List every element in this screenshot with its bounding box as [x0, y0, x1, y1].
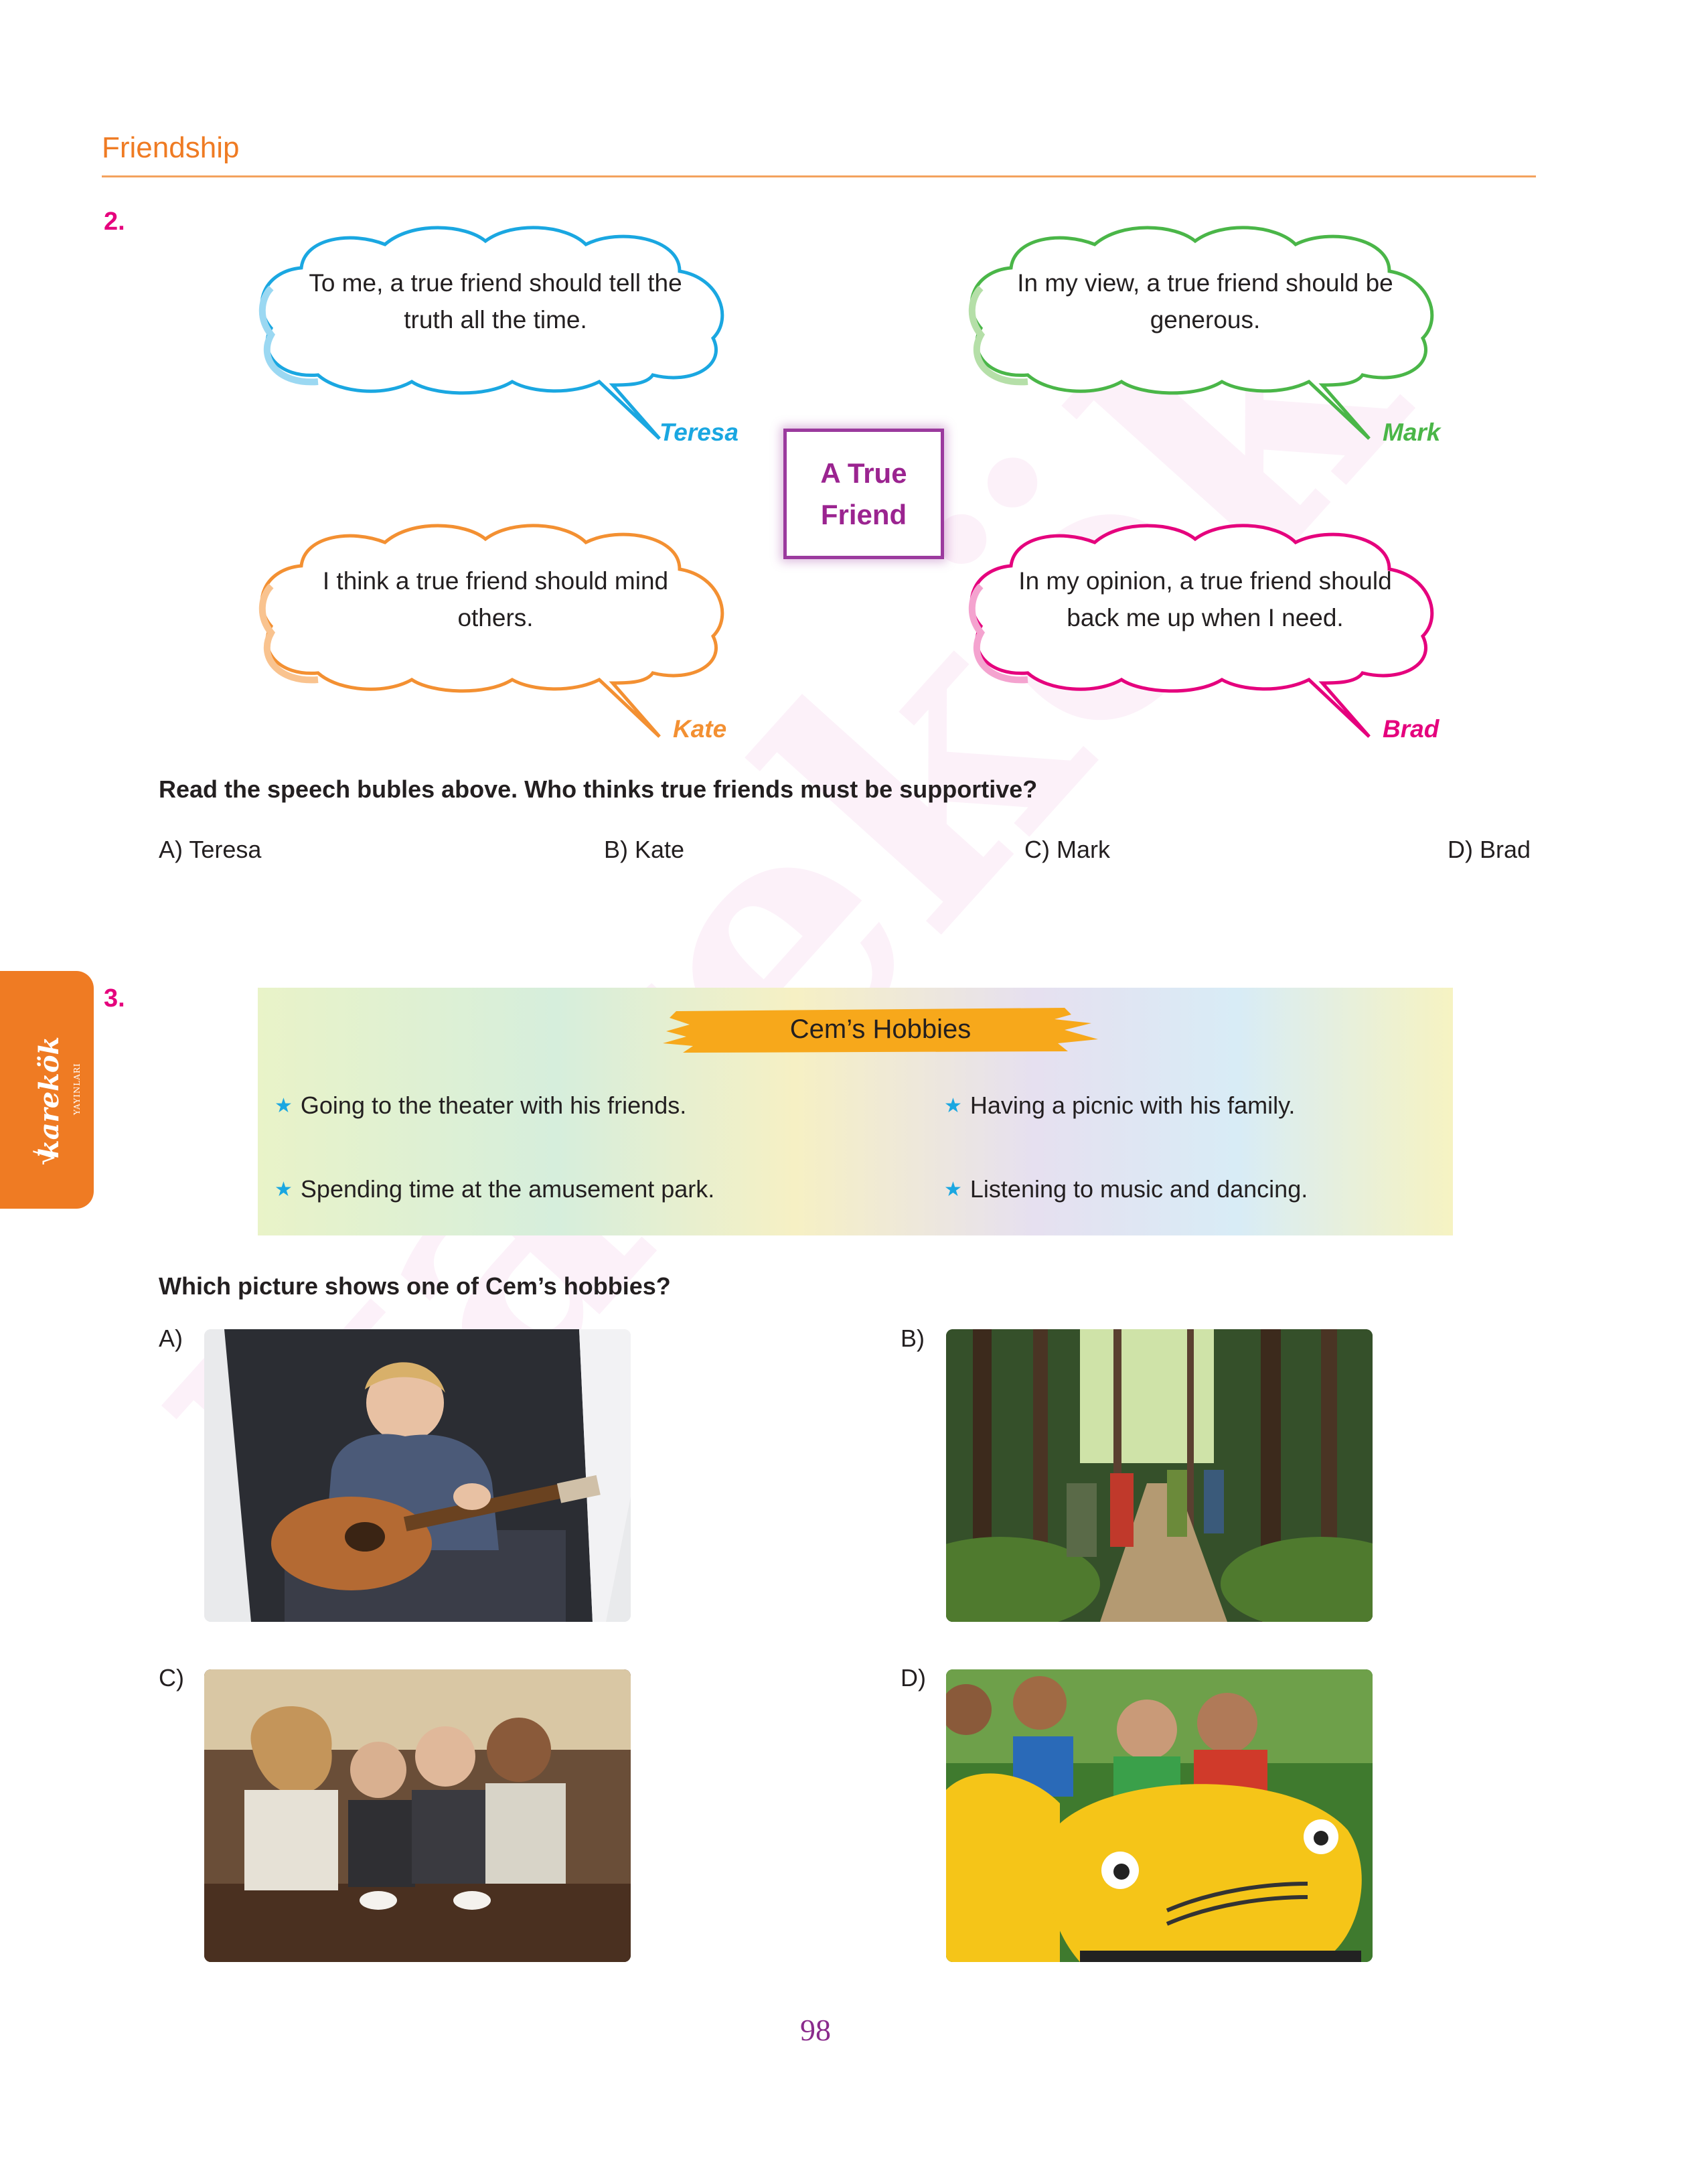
speaker-mark: Mark	[1383, 419, 1441, 446]
publisher-brand: karekök	[33, 1036, 65, 1158]
hobby-item: ★ Having a picnic with his family.	[944, 1092, 1295, 1120]
question-2-text: Read the speech bubles above. Who thinks…	[159, 775, 1038, 803]
speech-bubble-shape	[258, 524, 724, 738]
true-friend-label: A True Friend	[820, 457, 907, 530]
root-sign-icon: √	[31, 1150, 60, 1165]
hobby-item: ★ Spending time at the amusement park.	[275, 1175, 714, 1203]
star-icon: ★	[944, 1178, 962, 1201]
question-3-number: 3.	[104, 984, 125, 1012]
amusement-ride-photo[interactable]	[946, 1669, 1373, 1962]
question-2-number: 2.	[104, 208, 125, 236]
forest-hikers-photo[interactable]	[946, 1329, 1373, 1622]
hobby-text: Having a picnic with his family.	[969, 1092, 1296, 1119]
bubble-text: In my view, a true friend should be gene…	[1017, 269, 1393, 333]
option-d[interactable]: D) Brad	[1448, 836, 1531, 863]
hobby-item: ★ Going to the theater with his friends.	[275, 1092, 686, 1120]
star-icon: ★	[275, 1178, 293, 1201]
true-friend-box: A True Friend	[783, 429, 944, 559]
forest-hikers-illustration	[946, 1329, 1373, 1622]
hobby-text: Listening to music and dancing.	[969, 1175, 1308, 1203]
speech-bubble-mark: In my view, a true friend should be gene…	[961, 226, 1450, 440]
star-icon: ★	[275, 1094, 293, 1117]
hobby-text: Spending time at the amusement park.	[300, 1175, 715, 1203]
option-c-label[interactable]: C)	[159, 1664, 184, 1691]
option-a[interactable]: A) Teresa	[159, 836, 262, 863]
friends-cafe-illustration	[204, 1669, 631, 1962]
amusement-ride-illustration	[946, 1669, 1373, 1962]
speaker-kate: Kate	[673, 715, 727, 743]
bubble-text: I think a true friend should mind others…	[322, 567, 669, 631]
publisher-brand-sub: YAYINLARI	[72, 1063, 82, 1115]
hobby-text: Going to the theater with his friends.	[300, 1092, 687, 1119]
speech-bubble-teresa: To me, a true friend should tell the tru…	[251, 226, 740, 440]
section-title: Friendship	[102, 131, 240, 164]
speech-bubble-shape	[968, 524, 1434, 738]
option-c[interactable]: C) Mark	[1024, 836, 1110, 863]
option-a-label[interactable]: A)	[159, 1325, 183, 1352]
brush-stroke-shape	[663, 1008, 1098, 1053]
speech-bubble-shape	[258, 226, 724, 440]
speech-bubble-brad: In my opinion, a true friend should back…	[961, 524, 1450, 738]
star-icon: ★	[944, 1094, 962, 1117]
speech-bubble-shape	[968, 226, 1434, 440]
hobbies-title: Cem’s Hobbies	[789, 1014, 972, 1044]
speaker-brad: Brad	[1383, 715, 1440, 743]
question-3-text: Which picture shows one of Cem’s hobbies…	[159, 1272, 671, 1300]
speech-bubble-kate: I think a true friend should mind others…	[251, 524, 740, 738]
publisher-side-tab: karekök YAYINLARI √	[0, 971, 94, 1209]
hobby-item: ★ Listening to music and dancing.	[944, 1175, 1308, 1203]
page-number: 98	[800, 2013, 831, 2047]
option-b[interactable]: B) Kate	[604, 836, 685, 863]
option-b-label[interactable]: B)	[901, 1325, 925, 1352]
bubble-text: To me, a true friend should tell the tru…	[309, 269, 682, 333]
hobbies-title-banner: Cem’s Hobbies	[663, 1004, 1098, 1055]
speaker-teresa: Teresa	[659, 419, 739, 446]
guitar-player-photo[interactable]	[204, 1329, 631, 1622]
header-divider	[102, 175, 1536, 177]
option-d-label[interactable]: D)	[901, 1664, 926, 1691]
guitar-player-illustration	[204, 1329, 631, 1622]
friends-cafe-photo[interactable]	[204, 1669, 631, 1962]
bubble-text: In my opinion, a true friend should back…	[1018, 567, 1392, 631]
